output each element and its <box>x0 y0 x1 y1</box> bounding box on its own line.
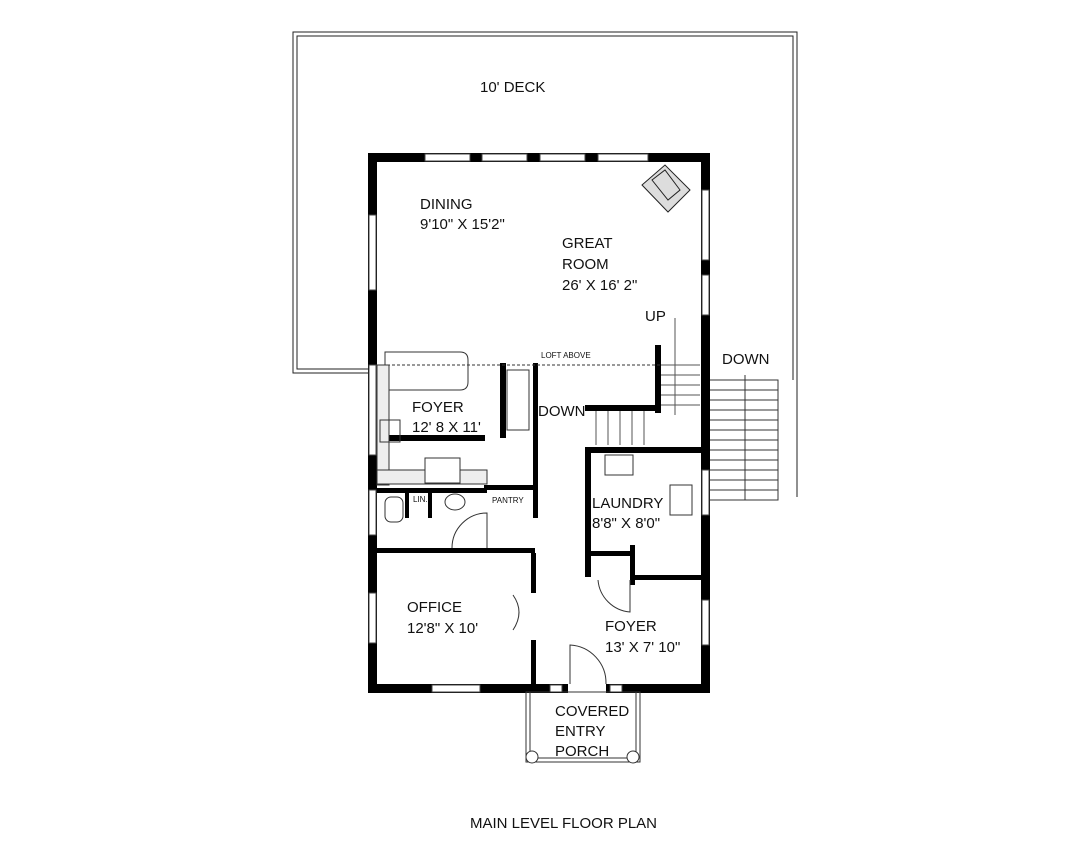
fireplace <box>641 164 691 213</box>
windows <box>368 153 710 693</box>
interior-fixtures <box>376 318 700 764</box>
porch-label-2: ENTRY <box>555 723 606 740</box>
dining-label: DINING <box>420 196 473 213</box>
deck-label: 10' DECK <box>480 79 546 96</box>
foyer-label: FOYER <box>605 618 657 635</box>
great-room-label-2: ROOM <box>562 256 609 273</box>
loft-above-label: LOFT ABOVE <box>541 351 591 360</box>
great-room-size: 26' X 16' 2" <box>562 277 638 294</box>
laundry-size: 8'8" X 8'0" <box>592 515 661 532</box>
porch-label-3: PORCH <box>555 743 610 760</box>
plan-title: MAIN LEVEL FLOOR PLAN <box>470 815 658 832</box>
dining-size: 9'10" X 15'2" <box>420 216 505 233</box>
office-size: 12'8" X 10' <box>407 620 479 637</box>
office-label: OFFICE <box>407 599 462 616</box>
pantry-label: PANTRY <box>492 496 524 505</box>
kitchen-size: 12' 8 X 11' <box>412 419 481 436</box>
linen-label: LIN. <box>413 495 428 504</box>
stair-down-label: DOWN <box>538 403 586 420</box>
porch-label-1: COVERED <box>555 703 630 720</box>
deck-down-label: DOWN <box>722 351 770 368</box>
interior-walls <box>377 345 702 685</box>
laundry-label: LAUNDRY <box>592 495 664 512</box>
kitchen-label: FOYER <box>412 399 464 416</box>
great-room-label-1: GREAT <box>562 235 613 252</box>
foyer-size: 13' X 7' 10" <box>605 639 681 656</box>
up-label: UP <box>645 308 666 325</box>
deck-stairs <box>707 375 779 501</box>
deck-outline <box>292 31 798 497</box>
